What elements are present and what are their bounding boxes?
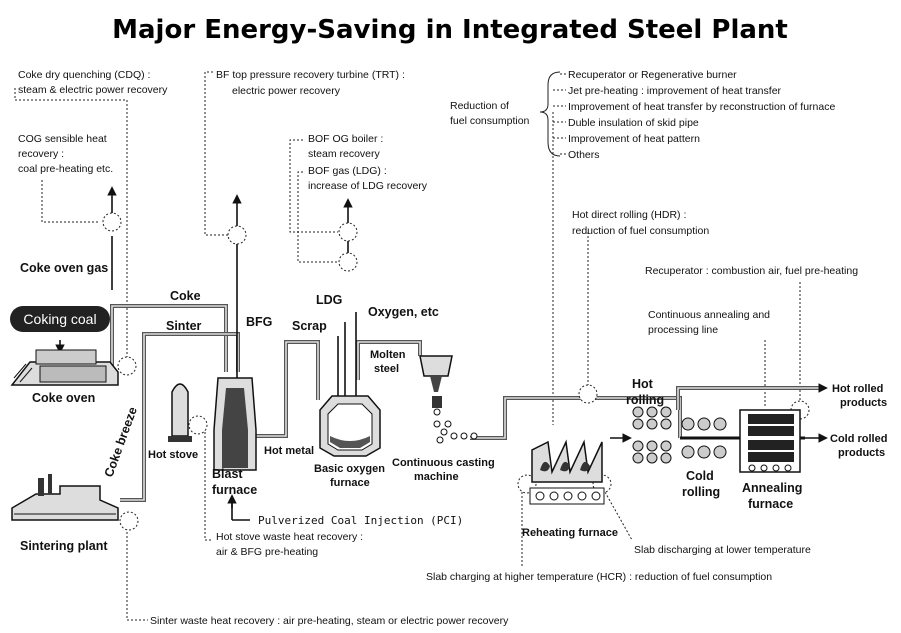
sinter-label: Sinter: [166, 319, 202, 333]
svg-text:Coking coal: Coking coal: [23, 311, 96, 327]
coke-breeze-label: Coke breeze: [102, 405, 140, 479]
hot-stove-recovery-note: Hot stove waste heat recovery :: [216, 531, 363, 543]
svg-text:increase of LDG recovery: increase of LDG recovery: [308, 180, 428, 192]
coke-oven-gas-label: Coke oven gas: [20, 261, 108, 275]
svg-text:steam recovery: steam recovery: [308, 148, 381, 160]
continuous-casting-machine: Continuous casting machine: [392, 355, 495, 483]
brace: [539, 71, 561, 157]
svg-text:Cold: Cold: [686, 469, 714, 483]
fuel-item-6: Others: [568, 149, 600, 161]
pci-label: Pulverized Coal Injection (PCI): [258, 514, 463, 527]
coke-label: Coke: [170, 289, 201, 303]
annealing-furnace: Annealing furnace: [739, 409, 802, 511]
svg-text:air & BFG pre-heating: air & BFG pre-heating: [216, 546, 318, 558]
fuel-item-5: Improvement of heat pattern: [568, 133, 700, 145]
cold-rolling-stands: Cold rolling: [681, 417, 727, 499]
fuel-reduction-label: Reduction of: [450, 100, 509, 112]
fuel-item-1: Recuperator or Regenerative burner: [568, 69, 737, 81]
svg-text:Annealing: Annealing: [742, 481, 802, 495]
slab-discharging-note: Slab discharging at lower temperature: [634, 544, 811, 556]
basic-oxygen-furnace: Basic oxygen furnace: [314, 395, 385, 489]
cold-rolled-products-label: Cold rolled: [830, 433, 887, 445]
svg-text:Basic oxygen: Basic oxygen: [314, 463, 385, 475]
diagram-title: Major Energy-Saving in Integrated Steel …: [112, 15, 788, 45]
svg-text:fuel consumption: fuel consumption: [450, 115, 530, 127]
svg-text:Reheating furnace: Reheating furnace: [522, 527, 618, 539]
svg-text:Coke oven: Coke oven: [32, 391, 95, 405]
oxygen-label: Oxygen, etc: [368, 305, 439, 319]
fuel-item-leaders: [553, 73, 566, 155]
svg-text:rolling: rolling: [626, 393, 664, 407]
svg-text:furnace: furnace: [212, 483, 257, 497]
hdr-note: Hot direct rolling (HDR) :: [572, 209, 686, 221]
svg-text:Blast: Blast: [212, 467, 243, 481]
bof-og-note: BOF OG boiler :: [308, 133, 383, 145]
svg-text:Hot stove: Hot stove: [148, 449, 198, 461]
cdq-note: Coke dry quenching (CDQ) :: [18, 69, 150, 81]
cog-note: COG sensible heat: [18, 133, 107, 145]
svg-text:rolling: rolling: [682, 485, 720, 499]
bof-gas-note: BOF gas (LDG) :: [308, 165, 387, 177]
trt-note: BF top pressure recovery turbine (TRT) :: [216, 69, 405, 81]
sinter-recovery-note: Sinter waste heat recovery : air pre-hea…: [150, 615, 509, 627]
svg-text:Hot: Hot: [632, 377, 654, 391]
coke-oven: Coke oven: [10, 349, 119, 405]
hot-rolling-stands: Hot rolling: [626, 377, 672, 464]
svg-text:steam & electric power recover: steam & electric power recovery: [18, 84, 168, 96]
callout-lines: [14, 71, 801, 621]
cold-rolled-products-label-2: products: [838, 447, 885, 459]
hot-rolled-products-label-2: products: [840, 397, 887, 409]
svg-text:coal pre-heating etc.: coal pre-heating etc.: [18, 163, 113, 175]
hot-metal-label: Hot metal: [264, 445, 314, 457]
svg-text:Sintering plant: Sintering plant: [20, 539, 108, 553]
fuel-item-4: Duble insulation of skid pipe: [568, 117, 699, 129]
svg-text:furnace: furnace: [748, 497, 793, 511]
svg-text:machine: machine: [414, 471, 459, 483]
coking-coal-badge: Coking coal: [10, 306, 110, 332]
svg-text:electric power recovery: electric power recovery: [232, 85, 341, 97]
molten-steel-label-2: steel: [374, 363, 399, 375]
continuous-annealing-note: Continuous annealing and: [648, 309, 770, 321]
svg-text:processing line: processing line: [648, 324, 718, 336]
scrap-label: Scrap: [292, 319, 327, 333]
hcr-note: Slab charging at higher temperature (HCR…: [426, 571, 772, 583]
process-pipes: [110, 304, 820, 502]
svg-text:furnace: furnace: [330, 477, 370, 489]
measure-annotations: Coke dry quenching (CDQ) : steam & elect…: [18, 69, 858, 627]
molten-steel-label: Molten: [370, 349, 406, 361]
sintering-plant: Sintering plant: [11, 474, 119, 553]
bfg-label: BFG: [246, 315, 272, 329]
reheating-furnace: Reheating furnace: [522, 439, 618, 539]
svg-text:recovery :: recovery :: [18, 148, 64, 160]
svg-text:Continuous casting: Continuous casting: [392, 457, 495, 469]
fuel-item-3: Improvement of heat transfer by reconstr…: [568, 101, 835, 113]
ldg-label: LDG: [316, 293, 342, 307]
fuel-item-2: Jet pre-heating : improvement of heat tr…: [568, 85, 782, 97]
recuperator-note: Recuperator : combustion air, fuel pre-h…: [645, 265, 858, 277]
svg-text:reduction of fuel consumption: reduction of fuel consumption: [572, 225, 709, 237]
hot-stove: Hot stove: [148, 383, 198, 461]
blast-furnace: Blast furnace: [212, 377, 257, 497]
hot-rolled-products-label: Hot rolled: [832, 383, 883, 395]
